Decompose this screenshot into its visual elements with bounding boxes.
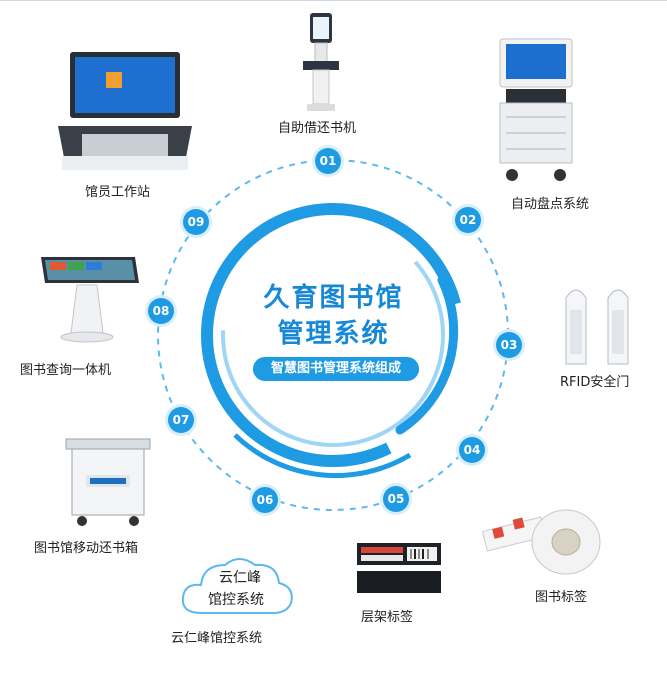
self-service-kiosk-icon [303, 13, 339, 111]
label-shelf-tag: 层架标签 [361, 610, 414, 625]
node-03: 03 [496, 332, 522, 358]
cloud-icon [181, 558, 293, 614]
label-mobile-return-box: 图书馆移动还书箱 [34, 541, 139, 556]
node-01: 01 [315, 148, 341, 174]
staff-workstation-icon [58, 52, 192, 170]
node-07: 07 [168, 407, 194, 433]
label-self-service-kiosk: 自助借还书机 [278, 121, 357, 136]
label-staff-workstation: 馆员工作站 [85, 185, 151, 200]
node-04: 04 [459, 437, 485, 463]
center-title-line1: 久育图书馆 [263, 283, 404, 313]
cloud-text-line1: 云仁峰 [219, 570, 261, 586]
center-title-line2: 管理系统 [277, 319, 390, 349]
node-05: 05 [383, 486, 409, 512]
label-rfid-gate: RFID安全门 [560, 375, 630, 390]
label-cloud-control-system: 云仁峰馆控系统 [171, 631, 263, 646]
query-terminal-icon [41, 257, 139, 343]
side-arc-right [395, 275, 459, 435]
top-border [0, 0, 667, 1]
cloud-text-line2: 馆控系统 [208, 592, 264, 608]
label-query-terminal: 图书查询一体机 [20, 363, 112, 378]
inner-light-arc [221, 223, 445, 447]
mobile-return-box-icon [65, 438, 151, 526]
node-09: 09 [183, 209, 209, 235]
node-02: 02 [455, 207, 481, 233]
node-08: 08 [148, 298, 174, 324]
shelf-tag-icon [357, 543, 441, 593]
book-tag-roll-icon [481, 509, 601, 575]
inventory-cart-icon [499, 38, 573, 181]
label-inventory-system: 自动盘点系统 [511, 197, 590, 212]
thick-arc-ring [201, 203, 465, 467]
node-06: 06 [252, 487, 278, 513]
rfid-gate-icon [565, 289, 629, 365]
label-book-tag: 图书标签 [535, 590, 588, 605]
center-subtitle-pill: 智慧图书管理系统组成 [253, 357, 419, 381]
bottom-arc [233, 433, 412, 479]
